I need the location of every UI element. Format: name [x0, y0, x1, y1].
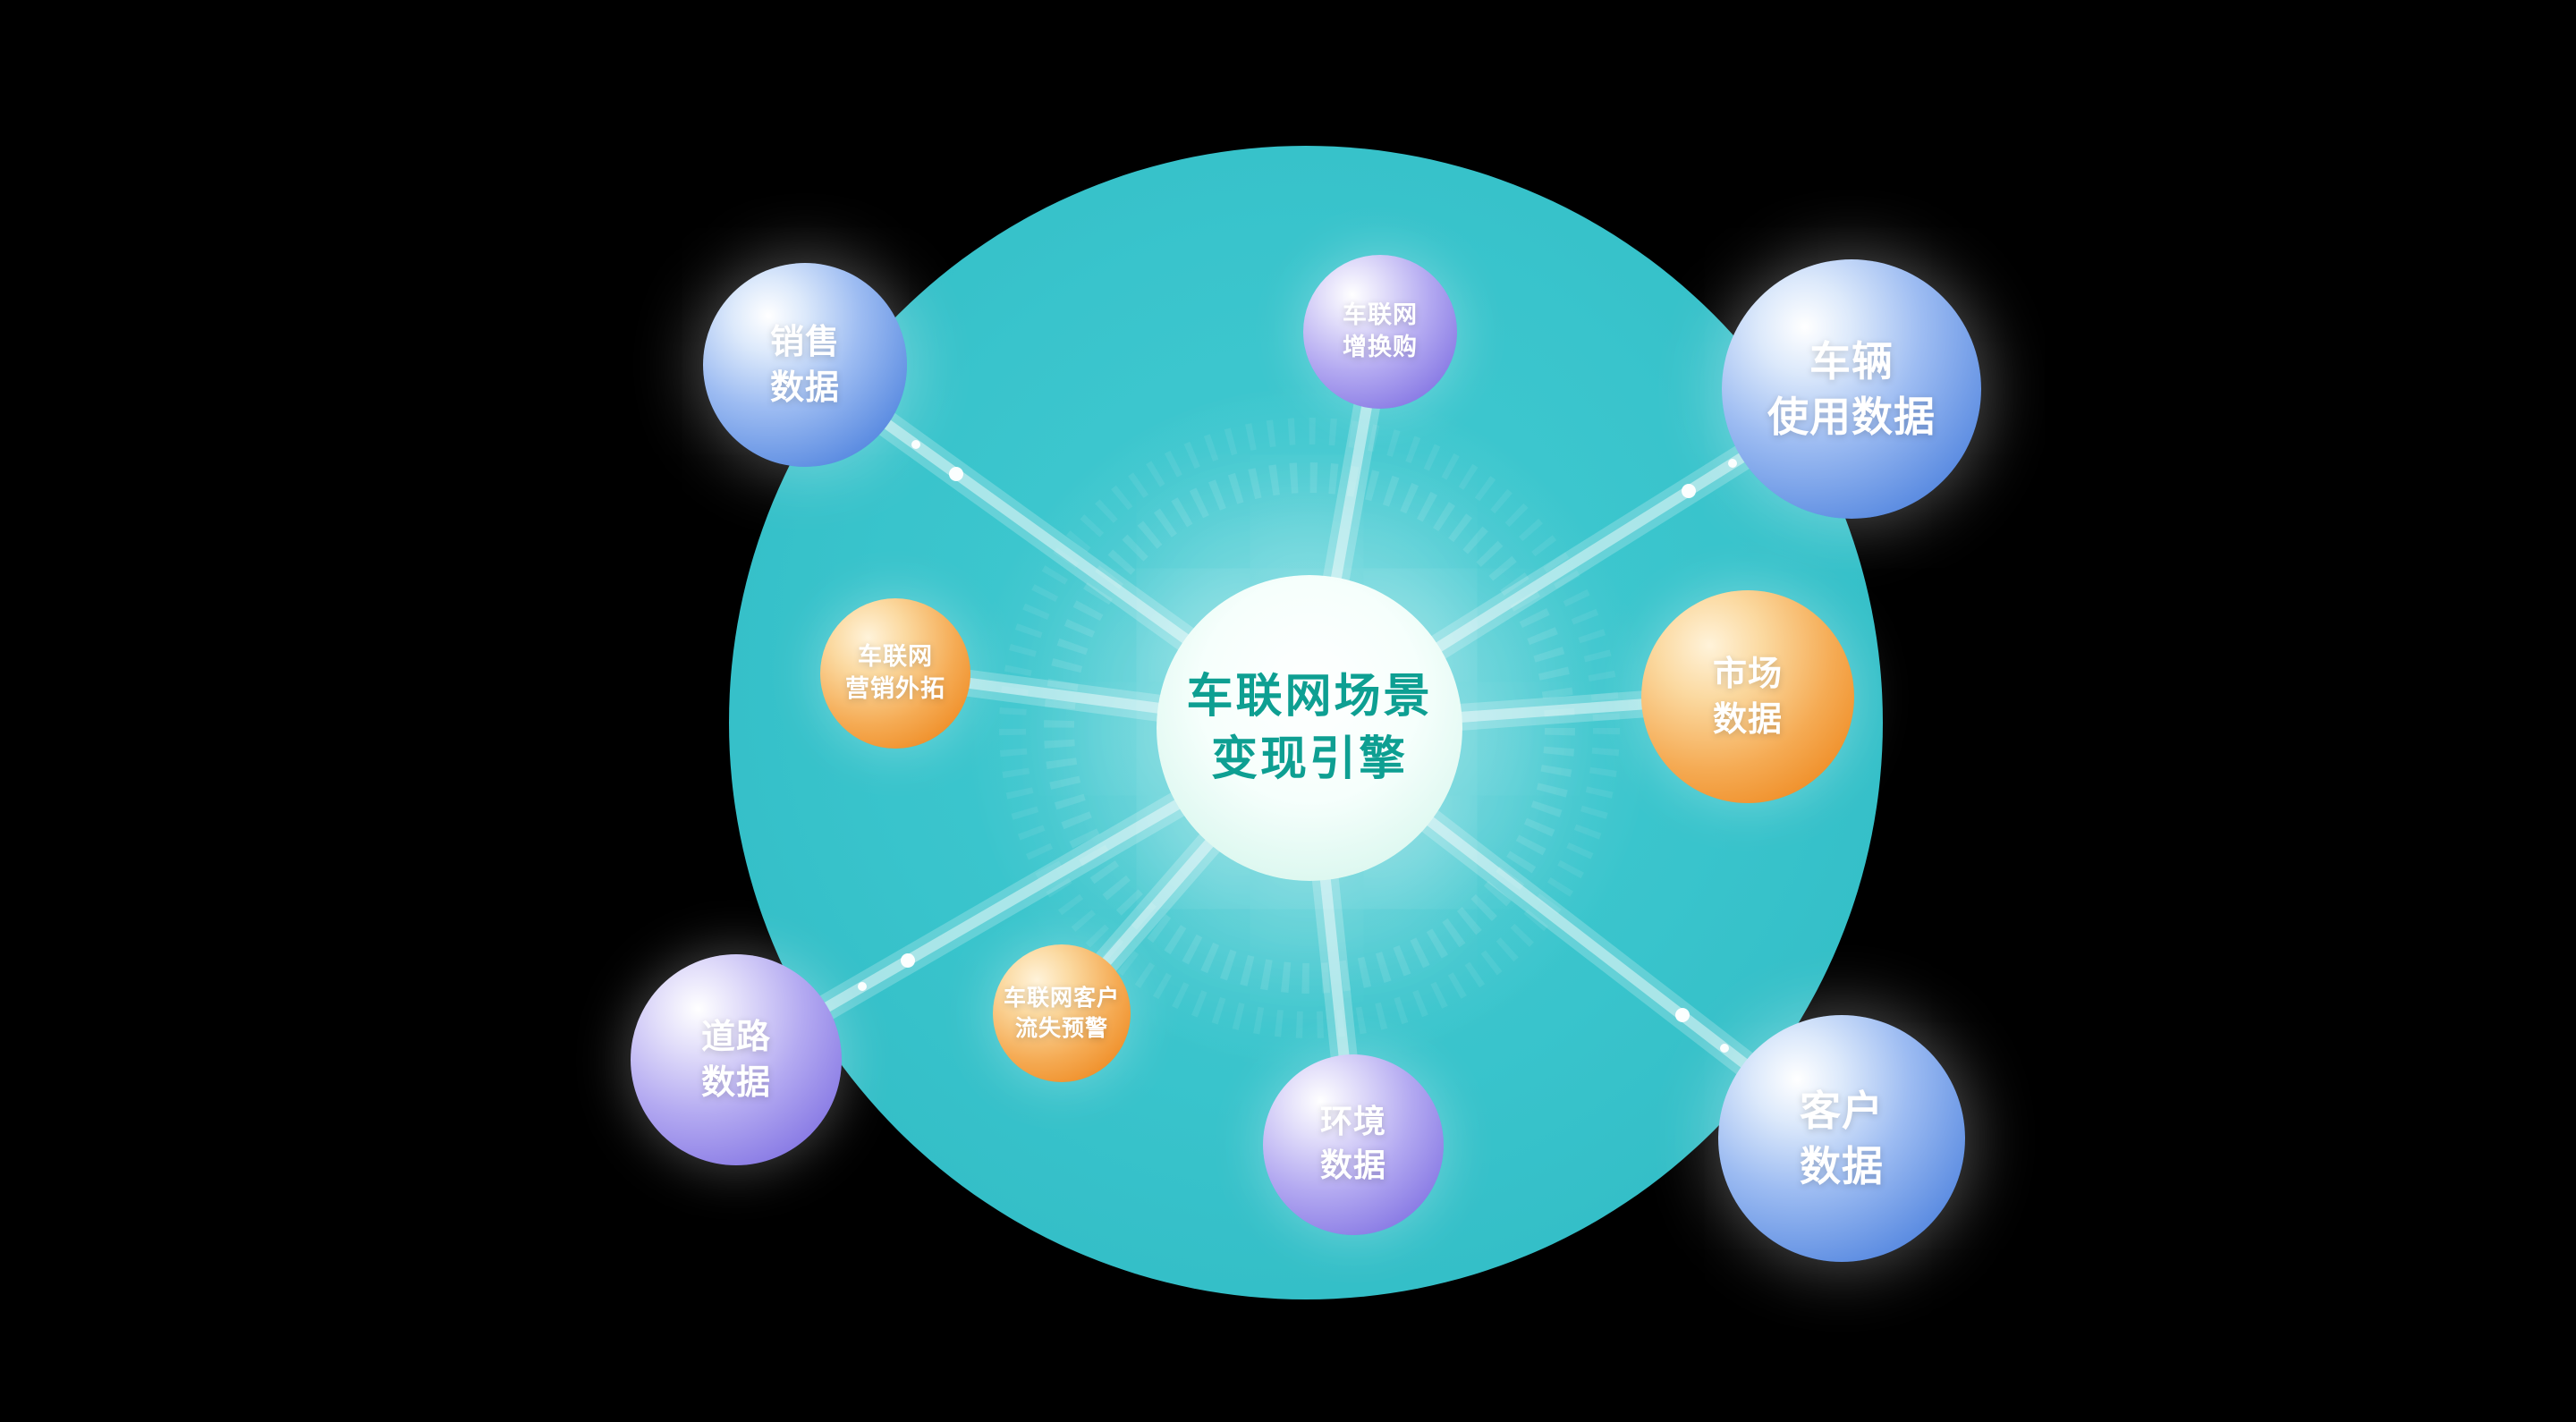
- center-hub-label: 车联网场景 变现引擎: [1186, 665, 1432, 791]
- node-sales-data: 销售 数据: [703, 263, 907, 467]
- label-line-2: 使用数据: [1767, 393, 1936, 441]
- beam-dot: [1728, 459, 1737, 468]
- beam-dot: [1682, 484, 1696, 498]
- node-environment-data: 环境 数据: [1263, 1054, 1444, 1235]
- label-line-2: 营销外拓: [845, 675, 945, 703]
- node-trade-in: 车联网 增换购: [1303, 255, 1457, 409]
- node-label: 道路 数据: [701, 1014, 771, 1106]
- label-line-1: 销售: [769, 321, 840, 361]
- center-hub-node: 车联网场景 变现引擎: [1157, 575, 1462, 881]
- beam-dot: [1720, 1044, 1729, 1053]
- label-line-1: 车联网: [1343, 300, 1418, 329]
- label-line-1: 客户: [1800, 1086, 1884, 1135]
- node-label: 车联网 增换购: [1343, 300, 1418, 365]
- label-line-2: 流失预警: [1014, 1015, 1108, 1041]
- label-line-1: 道路: [700, 1016, 771, 1056]
- halo-ring: [999, 418, 1620, 1038]
- label-line-1: 车联网客户: [1003, 985, 1120, 1011]
- label-line-2: 数据: [700, 1062, 771, 1102]
- node-market-data: 市场 数据: [1641, 590, 1854, 803]
- label-line-1: 环境: [1319, 1104, 1386, 1141]
- beam-dot: [1675, 1008, 1690, 1022]
- label-line-2: 变现引擎: [1210, 732, 1408, 786]
- node-road-data: 道路 数据: [631, 954, 842, 1165]
- node-label: 销售 数据: [770, 319, 840, 411]
- label-line-1: 市场: [1712, 653, 1783, 693]
- label-line-2: 数据: [769, 368, 840, 407]
- node-label: 车联网 营销外拓: [845, 641, 945, 707]
- node-label: 市场 数据: [1713, 651, 1783, 743]
- label-line-2: 增换购: [1343, 334, 1418, 361]
- node-marketing-outreach: 车联网 营销外拓: [820, 598, 970, 749]
- beam-dot: [949, 467, 963, 481]
- node-label: 车辆 使用数据: [1767, 334, 1936, 444]
- node-vehicle-usage-data: 车辆 使用数据: [1722, 259, 1981, 519]
- label-line-1: 车联网: [858, 642, 933, 671]
- node-label: 环境 数据: [1320, 1101, 1386, 1188]
- beam-dot: [901, 953, 915, 968]
- node-customer-churn-warning: 车联网客户 流失预警: [993, 944, 1131, 1082]
- label-line-2: 数据: [1319, 1147, 1386, 1184]
- node-label: 车联网客户 流失预警: [1004, 983, 1120, 1044]
- label-line-1: 车辆: [1809, 336, 1894, 385]
- beam-dot: [911, 440, 920, 449]
- node-customer-data: 客户 数据: [1718, 1015, 1965, 1262]
- label-line-2: 数据: [1712, 699, 1783, 739]
- label-line-1: 车联网场景: [1186, 669, 1433, 724]
- node-label: 客户 数据: [1800, 1083, 1884, 1194]
- halo-ring: [1044, 462, 1575, 994]
- beam-dot: [858, 982, 867, 991]
- label-line-2: 数据: [1800, 1142, 1884, 1190]
